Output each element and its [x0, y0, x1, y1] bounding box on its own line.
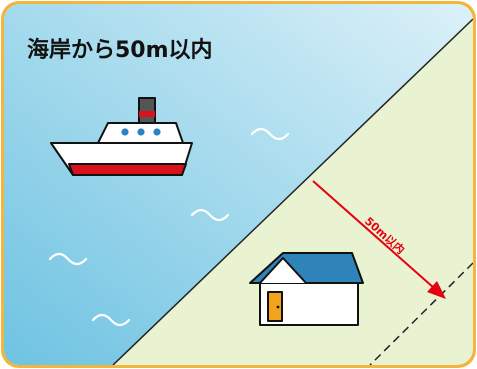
wave-icon	[250, 127, 290, 141]
coastline	[112, 18, 473, 365]
house-icon	[249, 252, 364, 326]
ship-icon	[50, 97, 193, 176]
wave-icon	[190, 208, 230, 222]
distance-arrow	[312, 180, 446, 299]
sea-area	[4, 4, 473, 365]
wave-icon	[48, 252, 88, 266]
wave-icon	[91, 313, 131, 327]
boundary-dashed-line	[369, 262, 473, 365]
page-title: 海岸から50m以内	[27, 37, 213, 63]
